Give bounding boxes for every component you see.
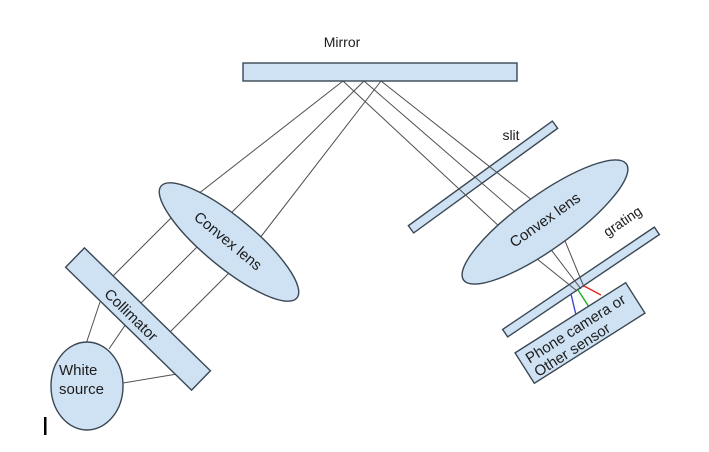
slit-shape (407, 120, 559, 234)
text-cursor[interactable] (44, 417, 47, 435)
ray-source-1 (85, 301, 101, 345)
slit-label: slit (502, 127, 519, 143)
right-convex-lens-shape (461, 159, 629, 285)
mirror-shape (242, 62, 518, 82)
mirror-label: Mirror (324, 34, 361, 50)
white-source-label-line1: White (59, 362, 97, 379)
sensor-box-shape (514, 281, 646, 385)
white-source-shape (50, 341, 124, 431)
ray-dispersed-red (583, 285, 602, 296)
ray-right-1 (342, 80, 578, 292)
ray-dispersed-blue (570, 293, 577, 316)
white-source-label-line2: source (59, 381, 104, 398)
ray-dispersed-green (577, 289, 590, 308)
left-convex-lens-shape (158, 182, 300, 302)
ray-source-3 (122, 372, 184, 384)
collimator-shape (64, 246, 212, 392)
grating-label: grating (600, 203, 644, 240)
white-source-label: White source (59, 362, 104, 398)
